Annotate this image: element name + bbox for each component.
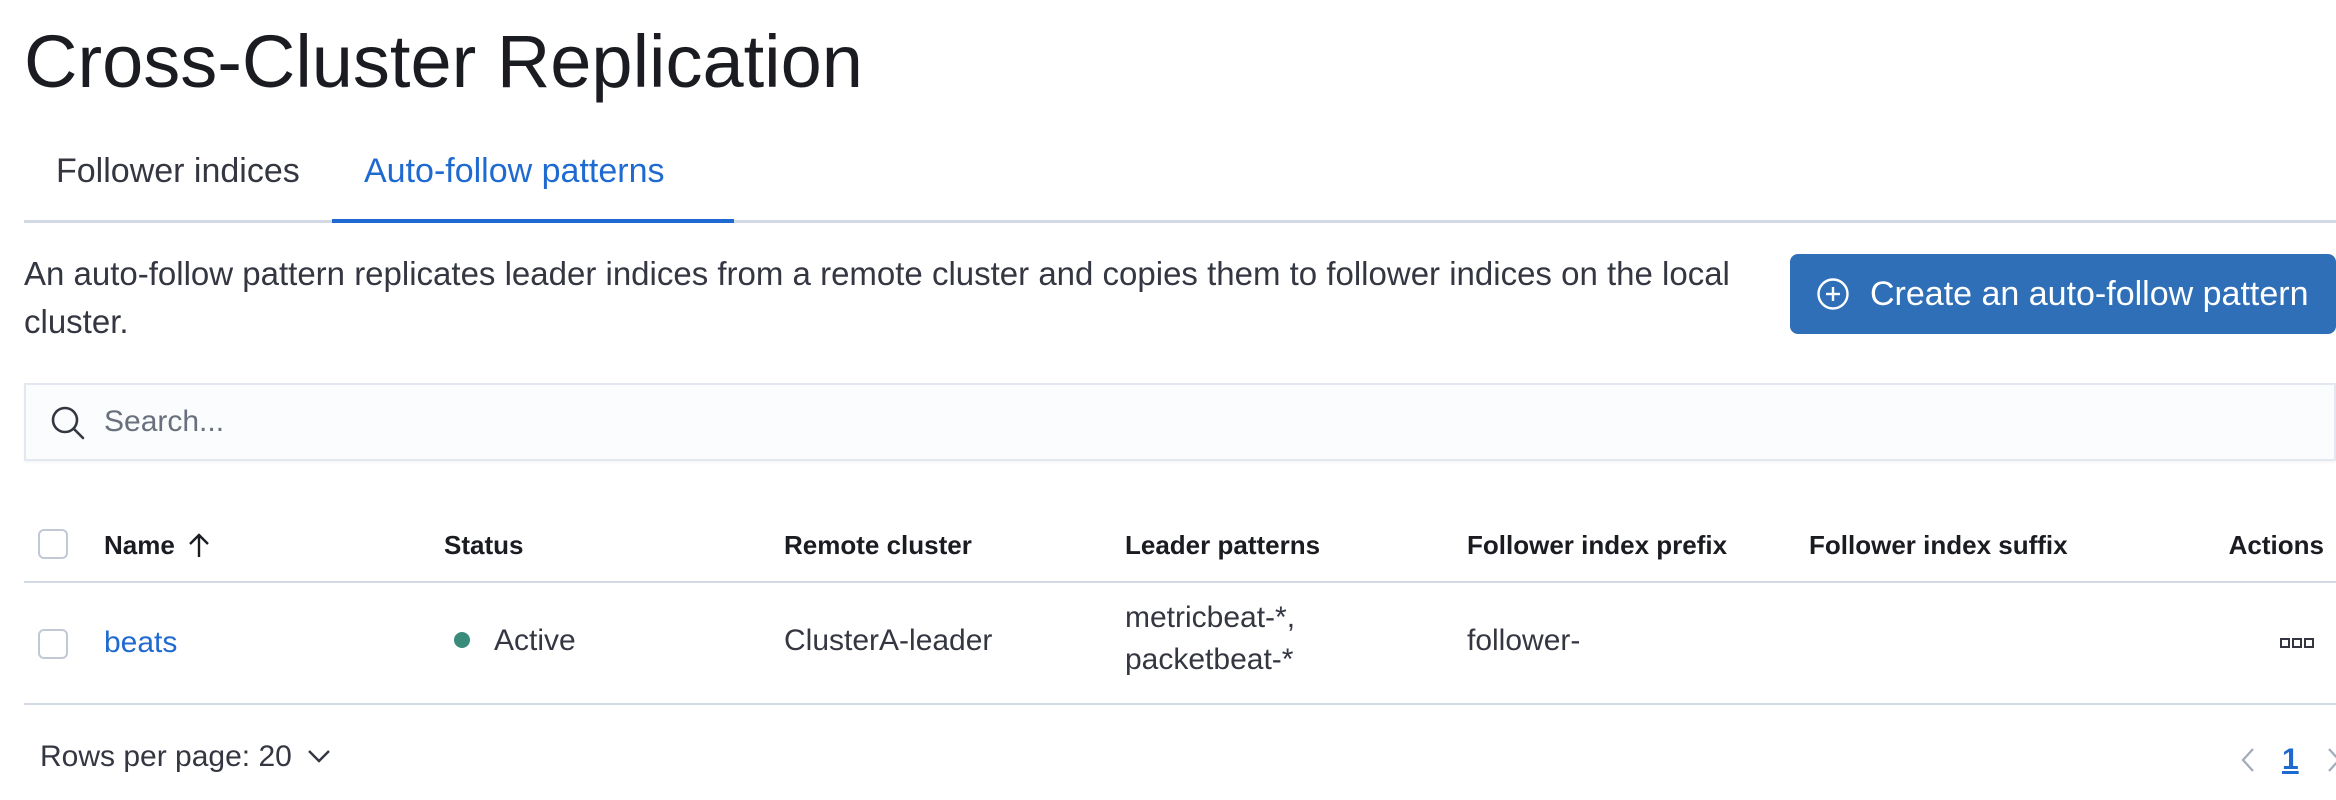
leader-patterns-line-1: metricbeat-*, <box>1125 601 1296 634</box>
more-actions-icon[interactable] <box>2280 637 2314 651</box>
pagination: 1 <box>2186 740 2336 780</box>
chevron-left-icon[interactable] <box>2238 746 2258 774</box>
pattern-name-link[interactable]: beats <box>104 626 178 659</box>
chevron-right-icon[interactable] <box>2324 746 2336 774</box>
page-description: An auto-follow pattern replicates leader… <box>24 255 1730 340</box>
search-icon <box>51 406 85 440</box>
create-auto-follow-pattern-button[interactable]: Create an auto-follow pattern <box>1790 254 2336 334</box>
plus-circle-icon <box>1817 278 1849 310</box>
tab-auto-follow-patterns[interactable]: Auto-follow patterns <box>332 140 734 223</box>
search-bar <box>24 383 2336 461</box>
status-active-dot <box>454 632 470 649</box>
tab-follower-indices[interactable]: Follower indices <box>56 152 300 190</box>
column-header-actions: Actions <box>2228 530 2324 560</box>
tab-bar: Follower indices Auto-follow patterns <box>24 140 2336 223</box>
column-header-leader-patterns: Leader patterns <box>1125 530 1321 560</box>
column-header-name[interactable]: Name <box>104 525 211 565</box>
follower-prefix-cell: follower- <box>1467 624 1581 657</box>
rows-per-page-label: Rows per page: 20 <box>40 740 292 773</box>
leader-patterns-line-2: packetbeat-* <box>1125 643 1294 676</box>
rows-per-page-selector[interactable]: Rows per page: 20 <box>40 740 332 774</box>
chevron-down-icon <box>307 750 330 763</box>
sort-ascending-icon <box>188 533 209 558</box>
remote-cluster-cell: ClusterA-leader <box>784 624 993 657</box>
column-name-label: Name <box>104 530 175 560</box>
page-number-current[interactable]: 1 <box>2282 743 2299 776</box>
status-cell: Active <box>454 620 576 662</box>
column-header-follower-prefix: Follower index prefix <box>1467 530 1728 560</box>
column-header-status: Status <box>444 530 524 560</box>
create-button-label: Create an auto-follow pattern <box>1870 274 2309 313</box>
row-select-checkbox[interactable] <box>38 629 68 659</box>
column-header-follower-suffix: Follower index suffix <box>1809 530 2068 560</box>
table-header: Name Status Remote cluster Leader patter… <box>24 505 2336 583</box>
page-title: Cross-Cluster Replication <box>24 20 863 103</box>
status-badge: Active <box>494 624 576 657</box>
column-header-remote-cluster: Remote cluster <box>784 530 972 560</box>
search-input[interactable] <box>104 385 2304 459</box>
table-row: beats Active ClusterA-leader metricbeat-… <box>24 583 2336 705</box>
select-all-checkbox[interactable] <box>38 529 68 559</box>
